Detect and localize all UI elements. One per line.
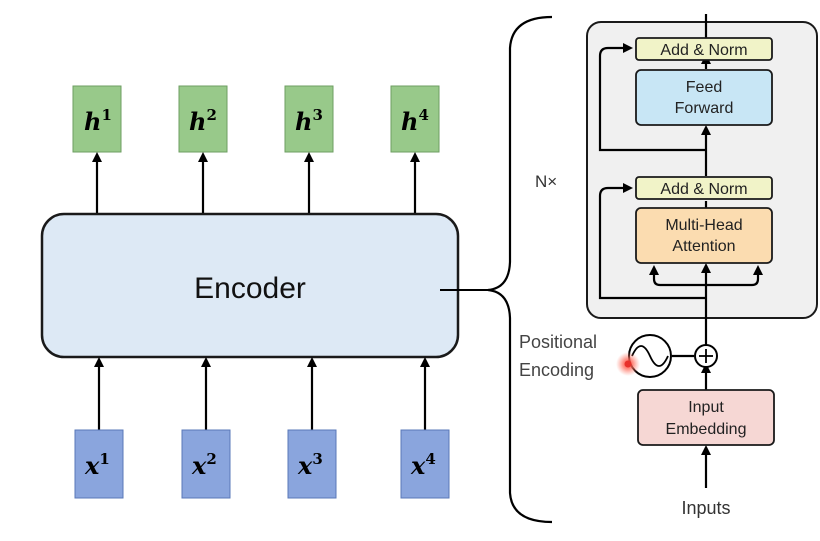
multi-head-attention: Multi-Head Attention <box>635 207 773 264</box>
add-norm-bottom-box <box>635 176 773 200</box>
input-label-x3: x3 <box>297 450 323 480</box>
input-embedding-label-line2: Embedding <box>666 421 747 438</box>
input-superscript: 1 <box>99 450 109 468</box>
output-superscript: 4 <box>418 106 428 124</box>
feed-forward-label-line1: Feed <box>686 79 722 96</box>
mha-label-line1: Multi-Head <box>665 217 742 234</box>
input-node-x1: x1 <box>74 429 124 499</box>
output-nodes: h1 h2 h3 h4 <box>72 85 440 153</box>
input-label-x1: x1 <box>84 450 110 480</box>
input-box <box>400 429 450 499</box>
add-norm-bottom: Add & Norm <box>635 176 773 200</box>
encoder-label: Encoder <box>194 272 306 305</box>
positional-encoding-label-line2: Encoding <box>519 360 594 380</box>
output-node-h4: h4 <box>390 85 440 153</box>
input-embedding-box <box>637 389 775 446</box>
feed-forward-label-line2: Forward <box>675 100 734 117</box>
output-superscript: 2 <box>206 106 216 124</box>
input-box <box>74 429 124 499</box>
input-box <box>287 429 337 499</box>
mha-residual-path <box>598 183 706 300</box>
input-box <box>181 429 231 499</box>
encoder-box <box>40 212 460 359</box>
encoder-output-arrows <box>92 152 420 214</box>
laser-pointer-core-icon <box>624 360 632 368</box>
inputs-label: Inputs <box>681 498 730 518</box>
add-norm-top: Add & Norm <box>635 37 773 61</box>
mha-split-left <box>649 265 706 287</box>
feed-forward-box <box>635 69 773 126</box>
input-embedding: Input Embedding <box>637 389 775 446</box>
input-superscript: 2 <box>206 450 216 468</box>
output-superscript: 1 <box>101 106 111 124</box>
output-node-h2: h2 <box>178 85 228 153</box>
positional-encoding: Positional Encoding <box>519 332 672 380</box>
input-base: x <box>84 451 100 480</box>
output-box <box>72 85 122 153</box>
sine-wave-icon <box>631 345 669 367</box>
encoder-block: Encoder <box>40 212 460 359</box>
ff-residual-path <box>598 43 706 152</box>
output-label-h4: h4 <box>401 106 429 136</box>
feed-forward: Feed Forward <box>635 69 773 126</box>
mha-label-line2: Attention <box>672 238 735 255</box>
output-superscript: 3 <box>312 106 322 124</box>
input-base: x <box>297 451 313 480</box>
output-label-h2: h2 <box>189 106 217 136</box>
output-node-h3: h3 <box>284 85 334 153</box>
output-box <box>390 85 440 153</box>
output-node-h1: h1 <box>72 85 122 153</box>
input-node-x4: x4 <box>400 429 450 499</box>
output-box <box>178 85 228 153</box>
residual-paths <box>598 14 763 488</box>
output-label-h1: h1 <box>84 106 112 136</box>
input-node-x3: x3 <box>287 429 337 499</box>
add-norm-top-label: Add & Norm <box>660 42 747 59</box>
positional-encoding-label-line1: Positional <box>519 332 597 352</box>
input-node-x2: x2 <box>181 429 231 499</box>
input-label-x2: x2 <box>191 450 217 480</box>
output-base: h <box>295 107 312 136</box>
output-base: h <box>401 107 418 136</box>
encoder-layer-block <box>586 21 818 319</box>
multi-head-attention-box <box>635 207 773 264</box>
output-label-h3: h3 <box>295 106 323 136</box>
input-label-x4: x4 <box>410 450 436 480</box>
add-norm-bottom-label: Add & Norm <box>660 181 747 198</box>
repeat-count-label: N× <box>535 172 557 191</box>
add-operator <box>694 344 718 368</box>
mha-split-right <box>706 265 763 287</box>
output-box <box>284 85 334 153</box>
input-encoder-arrows <box>94 357 430 430</box>
curly-brace <box>487 15 553 524</box>
output-base: h <box>84 107 101 136</box>
output-base: h <box>189 107 206 136</box>
input-base: x <box>410 451 426 480</box>
input-nodes: x1 x2 x3 x4 <box>74 429 450 499</box>
input-superscript: 4 <box>425 450 435 468</box>
input-superscript: 3 <box>312 450 322 468</box>
add-norm-top-box <box>635 37 773 61</box>
input-embedding-label-line1: Input <box>688 399 724 416</box>
input-base: x <box>191 451 207 480</box>
